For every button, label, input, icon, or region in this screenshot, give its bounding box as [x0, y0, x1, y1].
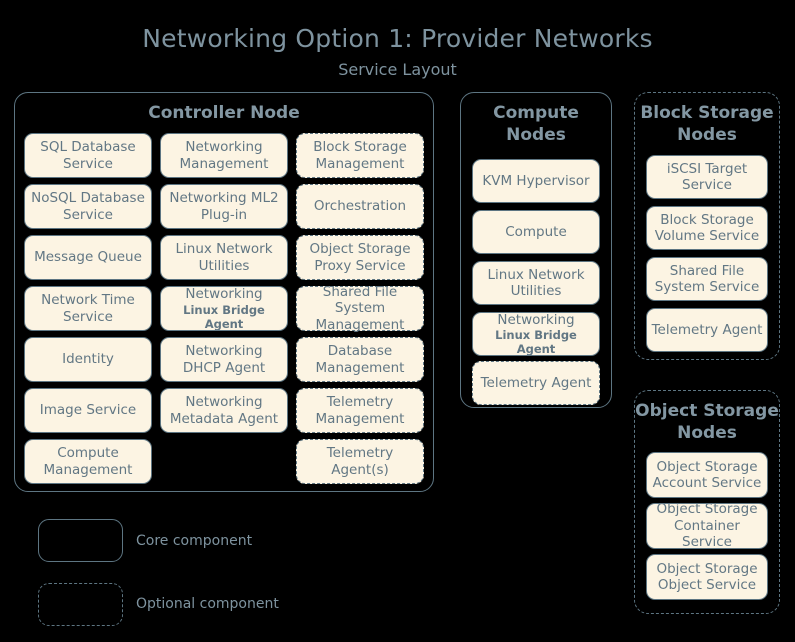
- page-subtitle: Service Layout: [338, 60, 457, 79]
- chip-label: Networking: [185, 286, 263, 303]
- controller-chip-image-service[interactable]: Image Service: [24, 388, 152, 433]
- page-title: Networking Option 1: Provider Networks: [142, 24, 653, 53]
- chip-label: Orchestration: [313, 198, 407, 215]
- compute-nodes-title: Compute Nodes: [493, 103, 579, 145]
- chip-label: iSCSI Target Service: [666, 160, 748, 193]
- object-storage-chip-object-storage-account-service[interactable]: Object Storage Account Service: [646, 452, 768, 498]
- controller-chip-networking-metadata-agent[interactable]: Networking Metadata Agent: [160, 388, 288, 433]
- chip-label: Block Storage Volume Service: [654, 211, 760, 244]
- object-storage-nodes-title: Object Storage Nodes: [635, 401, 779, 443]
- object-storage-chip-object-storage-container-service[interactable]: Object Storage Container Service: [646, 501, 768, 551]
- block-storage-chip-block-storage-volume-service[interactable]: Block Storage Volume Service: [646, 206, 768, 250]
- chip-label: Identity: [62, 351, 114, 368]
- chip-label: Networking: [497, 311, 575, 328]
- controller-chip-database-management[interactable]: Database Management: [296, 337, 424, 382]
- controller-chip-linux-network-utilities[interactable]: Linux Network Utilities: [160, 235, 288, 280]
- legend-swatch-core: [38, 519, 123, 562]
- chip-sublabel: Linux Bridge Agent: [183, 302, 265, 331]
- controller-chip-message-queue[interactable]: Message Queue: [24, 235, 152, 280]
- block-storage-chip-iscsi-target-service[interactable]: iSCSI Target Service: [646, 155, 768, 199]
- chip-label: Compute: [505, 223, 567, 240]
- controller-chip-block-storage-management[interactable]: Block Storage Management: [296, 133, 424, 178]
- chip-label: Networking DHCP Agent: [182, 343, 266, 376]
- compute-chip-linux-network-utilities[interactable]: Linux Network Utilities: [472, 261, 600, 305]
- chip-label: Shared File System Service: [654, 262, 760, 295]
- chip-label: Block Storage Management: [313, 139, 407, 172]
- chip-label: Compute Management: [43, 445, 133, 478]
- controller-chip-telemetry-management[interactable]: Telemetry Management: [296, 388, 424, 433]
- chip-label: Image Service: [39, 402, 137, 419]
- chip-label: Telemetry Management: [315, 394, 405, 427]
- controller-chip-nosql-database-service[interactable]: NoSQL Database Service: [24, 184, 152, 229]
- legend-label-optional: Optional component: [136, 596, 279, 612]
- controller-chip-telemetry-agent-s[interactable]: Telemetry Agent(s): [296, 439, 424, 484]
- chip-label: Object Storage Account Service: [652, 458, 762, 491]
- chip-label: Database Management: [315, 343, 405, 376]
- compute-chip-compute[interactable]: Compute: [472, 210, 600, 254]
- compute-chip-kvm-hypervisor[interactable]: KVM Hypervisor: [472, 159, 600, 203]
- chip-label: Linux Network Utilities: [487, 266, 585, 299]
- controller-chip-sql-database-service[interactable]: SQL Database Service: [24, 133, 152, 178]
- chip-label: Network Time Service: [41, 292, 135, 325]
- controller-chip-compute-management[interactable]: Compute Management: [24, 439, 152, 484]
- chip-label: Object Storage Container Service: [656, 501, 758, 551]
- controller-chip-shared-file-system-management[interactable]: Shared File System Management: [296, 283, 424, 333]
- block-storage-chip-telemetry-agent[interactable]: Telemetry Agent: [646, 308, 768, 352]
- controller-chip-identity[interactable]: Identity: [24, 337, 152, 382]
- chip-label: Telemetry Agent: [480, 374, 592, 391]
- controller-chip-object-storage-proxy-service[interactable]: Object Storage Proxy Service: [296, 235, 424, 280]
- controller-chip-networking-ml2-plug-in[interactable]: Networking ML2 Plug-in: [160, 184, 288, 229]
- chip-label: Networking Metadata Agent: [169, 394, 279, 427]
- controller-node-title: Controller Node: [148, 103, 300, 123]
- object-storage-chip-object-storage-object-service[interactable]: Object Storage Object Service: [646, 554, 768, 600]
- legend-swatch-optional: [38, 583, 123, 626]
- chip-label: SQL Database Service: [40, 139, 136, 172]
- chip-label: NoSQL Database Service: [31, 190, 145, 223]
- compute-chip-telemetry-agent[interactable]: Telemetry Agent: [472, 361, 600, 405]
- chip-label: Telemetry Agent(s): [326, 445, 394, 478]
- block-storage-chip-shared-file-system-service[interactable]: Shared File System Service: [646, 257, 768, 301]
- controller-chip-networking-management[interactable]: Networking Management: [160, 133, 288, 178]
- controller-chip-orchestration[interactable]: Orchestration: [296, 184, 424, 229]
- controller-chip-network-time-service[interactable]: Network Time Service: [24, 286, 152, 331]
- chip-sublabel: Linux Bridge Agent: [495, 328, 577, 357]
- chip-label: Networking ML2 Plug-in: [169, 190, 279, 223]
- chip-label: Networking Management: [179, 139, 269, 172]
- chip-label: Shared File System Management: [315, 283, 405, 333]
- chip-label: Object Storage Proxy Service: [309, 241, 411, 274]
- chip-label: Object Storage Object Service: [656, 560, 758, 593]
- legend-label-core: Core component: [136, 533, 253, 549]
- chip-label: Message Queue: [34, 249, 142, 266]
- chip-label: Linux Network Utilities: [175, 241, 273, 274]
- controller-chip-networking-dhcp-agent[interactable]: Networking DHCP Agent: [160, 337, 288, 382]
- block-storage-nodes-title: Block Storage Nodes: [640, 103, 774, 145]
- chip-label: KVM Hypervisor: [482, 172, 590, 189]
- chip-label: Telemetry Agent: [651, 321, 763, 338]
